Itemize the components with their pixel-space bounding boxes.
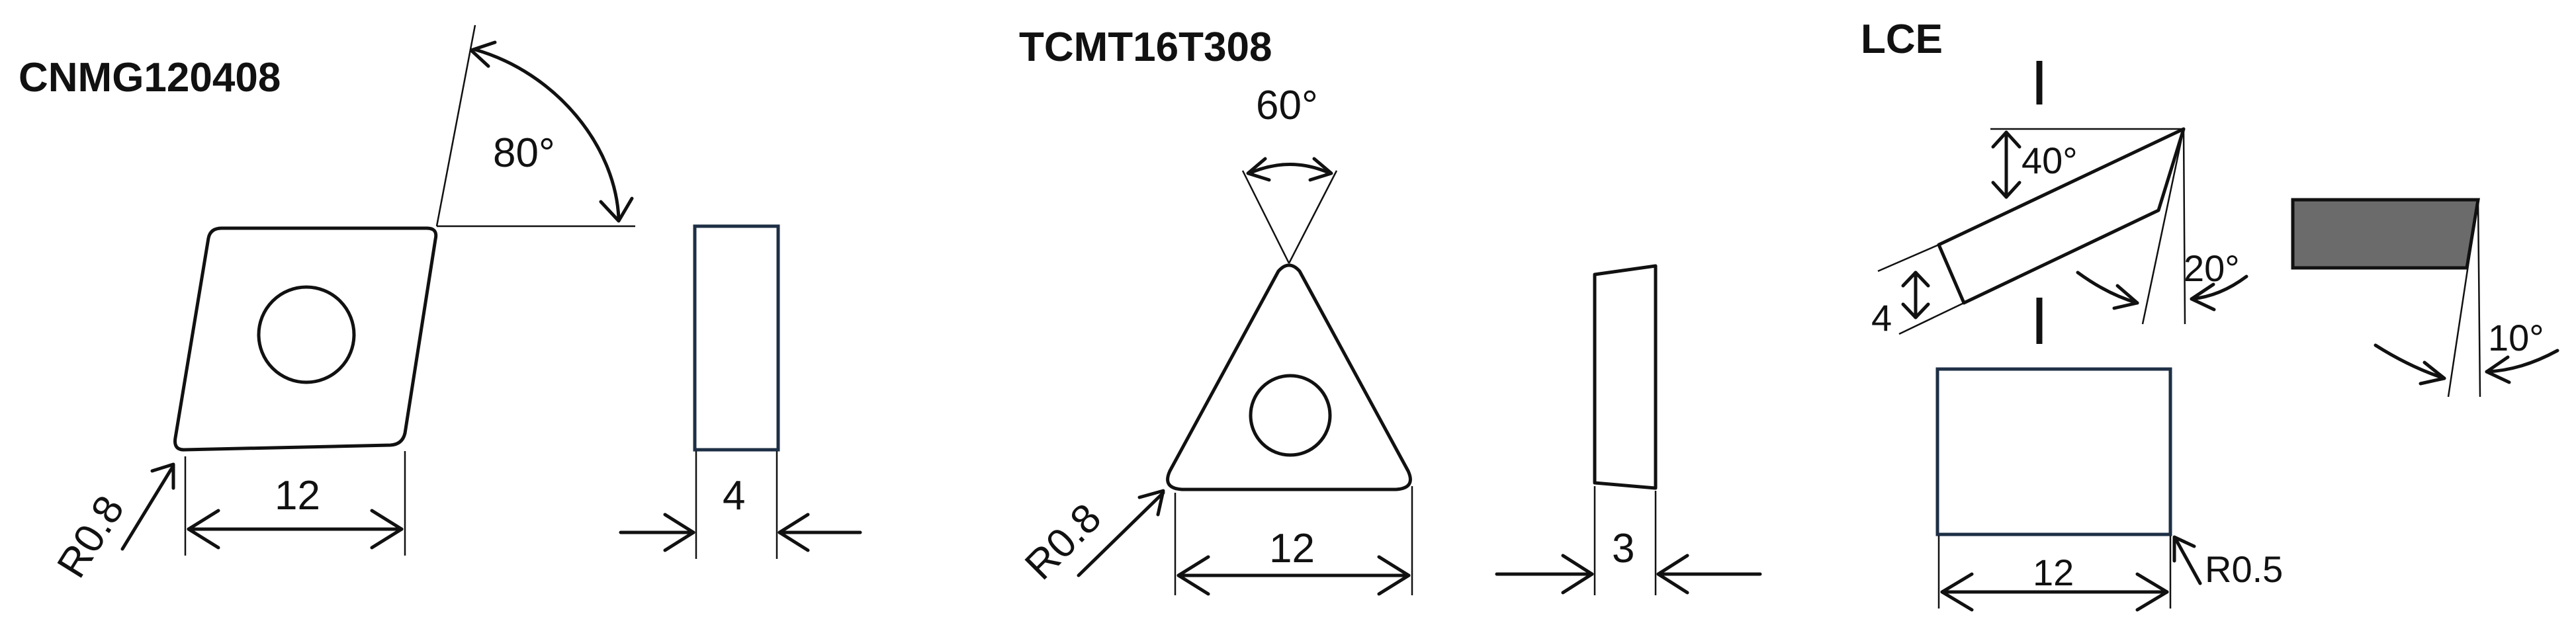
lce-relief-arc-left	[2076, 271, 2139, 305]
lce-side-profile	[2291, 198, 2480, 270]
cnmg-width-arrow-right	[370, 509, 404, 550]
cnmg-thickness-label: 4	[723, 473, 745, 519]
tcmt-angle-ref-right	[1288, 170, 1338, 264]
cnmg-angle-arc	[473, 48, 621, 220]
lce-side-arrowhead-right	[2485, 355, 2511, 384]
lce-radius-label: R0.5	[2205, 548, 2283, 590]
tcmt-thickness-label: 3	[1612, 526, 1634, 571]
tcmt-radius-label: R0.8	[1016, 495, 1110, 589]
lce-width-label: 12	[2033, 552, 2074, 593]
lce-thickness-label: 4	[1871, 297, 1892, 339]
tcmt-angle-ref-left	[1241, 170, 1290, 264]
lce-side-relief-line-right	[2477, 199, 2481, 398]
cnmg-width-label: 12	[275, 473, 320, 519]
cnmg-radius-leader	[120, 464, 175, 551]
tcmt-angle-label: 60°	[1256, 83, 1318, 128]
cnmg-angle-arrowhead-top	[469, 40, 497, 68]
tcmt-width-label: 12	[1269, 526, 1315, 571]
lce-angle-arrowhead-top	[1991, 130, 2021, 149]
lce-angle-arrowhead-bottom	[1991, 181, 2021, 199]
tcmt-width-arrow-left	[1177, 555, 1210, 596]
lce-thickness-ref-top	[1877, 243, 1939, 273]
cnmg-angle-label: 80°	[493, 130, 555, 176]
tcmt-width-arrow-right	[1377, 555, 1411, 596]
lce-thickness-ref-bottom	[1898, 302, 1965, 335]
tcmt-radius-arrowhead	[1137, 489, 1165, 517]
lce-relief-arrowhead-left	[2112, 284, 2139, 310]
lce-relief-line-right	[2182, 128, 2186, 325]
lce-side-arrowhead-left	[2419, 360, 2446, 386]
tcmt-insert-group: TCMT16T308 60° 12 R0.8 3	[1016, 24, 1762, 596]
tcmt-thickness-arrow-left	[1561, 554, 1594, 595]
cnmg-thickness-arrow-left	[663, 513, 695, 552]
lce-relief-angle-label: 20°	[2184, 247, 2240, 289]
cnmg-title: CNMG120408	[19, 55, 281, 101]
lce-relief-arc-right	[2190, 274, 2248, 301]
lce-side-relief-label: 10°	[2488, 317, 2544, 358]
lce-title: LCE	[1861, 17, 1943, 62]
cnmg-insert-group: CNMG120408 80° 12 R0.8 4	[19, 24, 862, 586]
lce-thickness-arrowhead-top	[1901, 271, 1930, 288]
cnmg-angle-arrowhead-bottom	[599, 196, 634, 223]
lce-width-arrow-right	[2135, 572, 2169, 612]
lce-radius-leader	[2174, 537, 2202, 585]
lce-angle-top-label: 40°	[2021, 140, 2078, 181]
cnmg-thickness-arrow-right	[777, 513, 810, 552]
lce-top-view-shape	[1937, 127, 2186, 305]
cnmg-side-view	[693, 224, 780, 452]
lce-width-arrow-left	[1940, 572, 1974, 612]
lce-insert-group: LCE 40° 4 20° 12	[1861, 17, 2559, 612]
tcmt-side-view	[1593, 264, 1658, 490]
tcmt-thickness-arrow-right	[1656, 554, 1689, 595]
cnmg-width-arrow-left	[187, 509, 220, 550]
lce-thickness-arrowhead-bottom	[1901, 302, 1930, 319]
tcmt-angle-arc	[1247, 163, 1332, 175]
cnmg-angle-ref-line	[435, 24, 476, 227]
lce-radius-arrowhead	[2172, 535, 2196, 563]
lce-side-relief-line-left	[2447, 199, 2479, 398]
lce-relief-arrowhead-right	[2190, 282, 2216, 312]
tcmt-center-hole	[1249, 374, 1332, 457]
cnmg-radius-label: R0.8	[48, 488, 133, 586]
lce-relief-line-left	[2141, 128, 2185, 325]
tcmt-title: TCMT16T308	[1019, 24, 1272, 70]
cnmg-center-hole	[257, 285, 356, 384]
tcmt-radius-leader	[1077, 491, 1165, 577]
lce-side-arc-right	[2485, 349, 2559, 374]
cnmg-radius-arrowhead	[150, 462, 175, 490]
lce-front-view	[1935, 367, 2172, 536]
tcmt-angle-arrowhead-right	[1308, 157, 1333, 182]
lce-side-arc-left	[2374, 343, 2446, 380]
tcmt-angle-arrowhead-left	[1246, 157, 1271, 182]
